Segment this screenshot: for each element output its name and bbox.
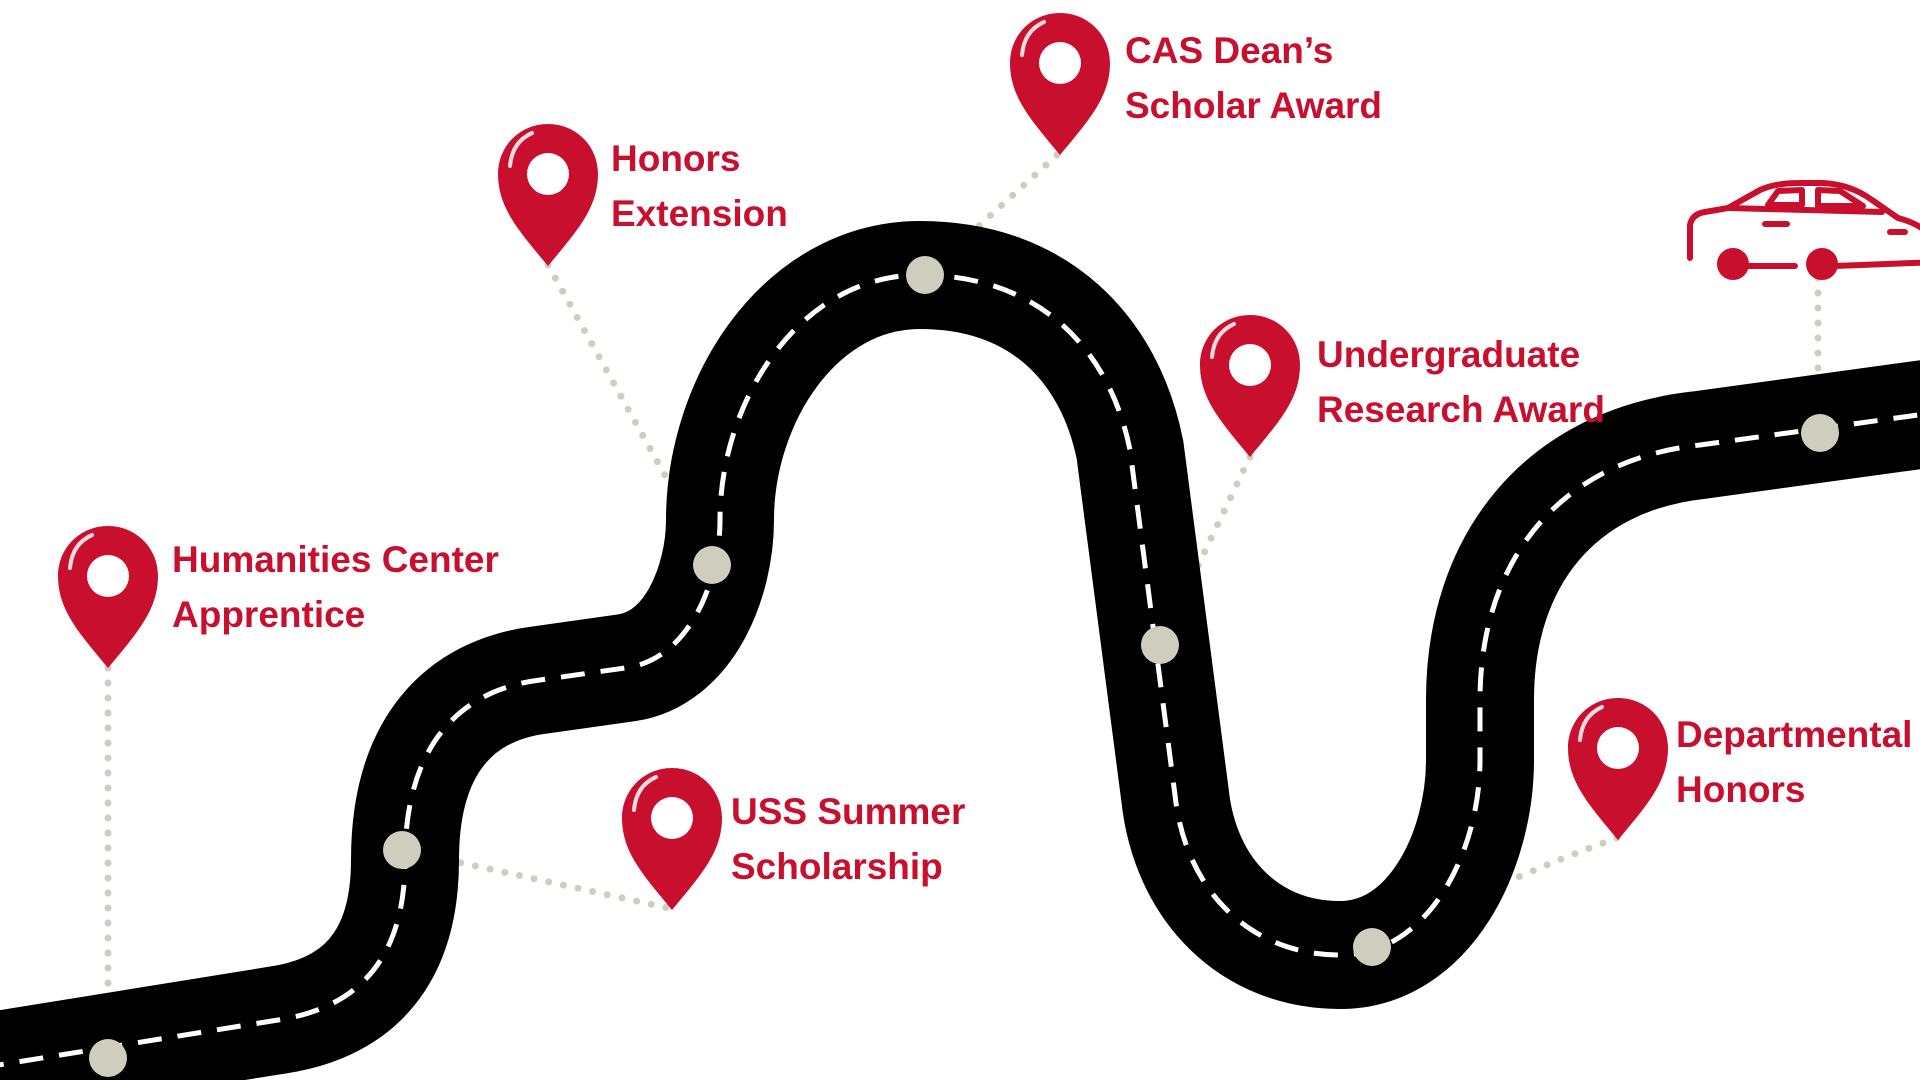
milestone-label-line: Research Award (1317, 389, 1605, 430)
map-pin-icon (56, 524, 160, 670)
car-icon (1687, 180, 1920, 280)
map-pin-icon (620, 766, 724, 912)
milestone-label-line: Honors (611, 138, 741, 179)
road-lane-marking (0, 272, 1920, 1068)
milestone-label-line: Scholarship (731, 846, 943, 887)
stop-honors-ext (693, 546, 731, 584)
connector-dept (1368, 834, 1621, 951)
map-pin-icon (1566, 696, 1670, 842)
milestone-label-humanities: Humanities Center Apprentice (172, 532, 499, 642)
stop-cas (906, 256, 944, 294)
stops (89, 256, 1839, 1077)
milestone-label-line: CAS Dean’s (1125, 30, 1334, 71)
stop-humanities (89, 1039, 127, 1077)
milestone-label-cas: CAS Dean’s Scholar Award (1125, 23, 1382, 133)
milestone-label-line: Scholar Award (1125, 85, 1383, 126)
milestone-label-line: Apprentice (172, 594, 366, 635)
milestone-label-line: Undergraduate (1317, 334, 1581, 375)
milestone-label-uss: USS Summer Scholarship (731, 784, 965, 894)
stop-ura (1141, 626, 1179, 664)
connector-ura (1156, 453, 1254, 649)
milestone-label-line: Honors (1676, 769, 1806, 810)
milestone-label-dept: Departmental Honors (1676, 707, 1912, 817)
connector-uss (398, 846, 672, 912)
stop-uss (383, 831, 421, 869)
milestone-label-ura: Undergraduate Research Award (1317, 327, 1605, 437)
map-pin-icon (496, 122, 600, 268)
milestone-label-line: USS Summer (731, 791, 966, 832)
milestone-label-line: Departmental (1676, 714, 1913, 755)
milestone-label-line: Humanities Center (172, 539, 499, 580)
milestone-label-line: Extension (611, 193, 788, 234)
map-pin-icon (1008, 11, 1112, 157)
milestone-label-honors-ext: Honors Extension (611, 131, 788, 241)
stop-dept (1353, 928, 1391, 966)
road-surface (0, 221, 1920, 1080)
stop-destination (1801, 414, 1839, 452)
map-pin-icon (1198, 313, 1302, 459)
road (0, 221, 1920, 1080)
